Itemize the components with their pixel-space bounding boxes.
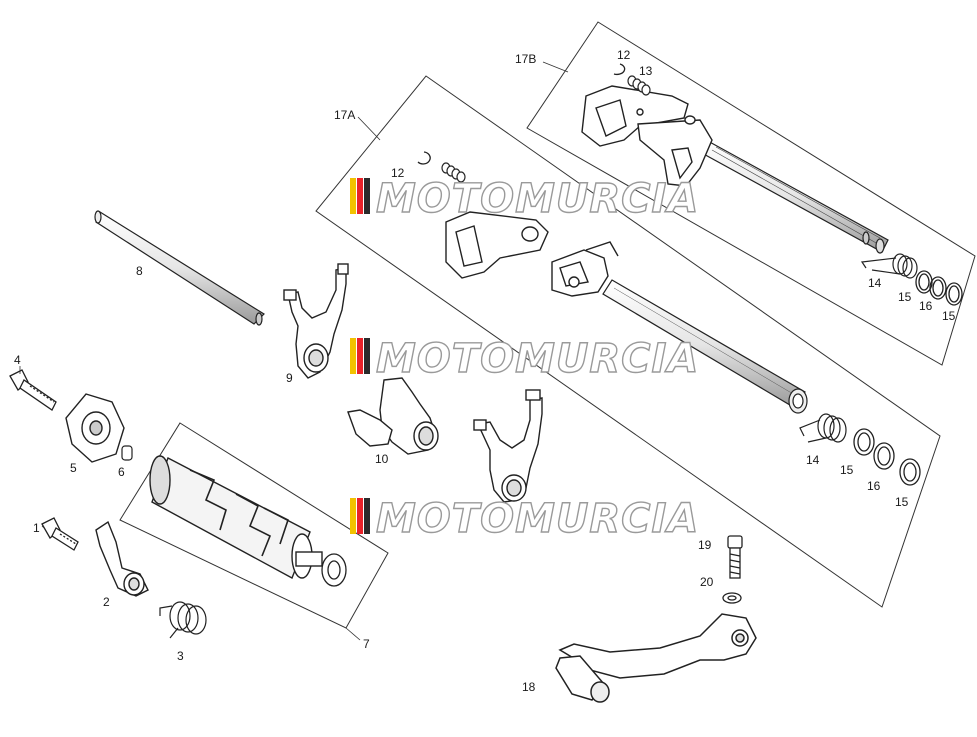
spring-13-17a [441,162,466,183]
label-part-16-17b: 16 [919,299,933,313]
watermark-stripe-yellow [350,178,356,214]
label-part-13: 13 [639,64,653,78]
circlip-12-17a [417,151,431,165]
box-17a-label: 17A [334,108,355,122]
watermark-stripe-yellow [350,338,356,374]
washers-15-16-17a [853,428,921,486]
part-7-leader [345,627,361,641]
selector-plate-17a [445,211,549,279]
watermark-bottom: MOTOMURCIA [350,495,699,543]
selector-plate-17b [581,85,713,187]
bolt-4 [9,369,57,411]
box-17a-leader [357,116,381,141]
label-part-16-17a: 16 [867,479,881,493]
watermark-stripe-red [357,338,363,374]
label-part-8: 8 [136,264,143,278]
bolt-1 [41,517,79,551]
label-part-15-17a-b: 15 [895,495,909,509]
label-part-14-17b: 14 [868,276,882,290]
watermark-text-top: MOTOMURCIA [376,176,699,222]
gear-pedal-18 [555,613,757,703]
label-part-2: 2 [103,595,110,609]
drum-washer-7 [321,553,347,587]
circlip-12-17b [613,63,626,76]
fork-shaft-8 [94,210,265,326]
pin-6 [121,445,133,461]
shift-shaft-17a [602,279,808,414]
label-part-19: 19 [698,538,712,552]
washer-20 [722,592,742,604]
label-part-10: 10 [375,452,389,466]
label-part-18: 18 [522,680,536,694]
watermark-text-bottom: MOTOMURCIA [376,496,699,542]
watermark-stripe-dark [364,338,370,374]
spring-13-17b [627,75,651,96]
washers-15-16-17b [915,270,963,306]
label-part-12-17a: 12 [391,166,405,180]
box-17a-outline [315,75,941,608]
shift-drum-7 [149,455,323,579]
watermark-middle: MOTOMURCIA [350,335,699,383]
label-part-12-17b: 12 [617,48,631,62]
watermark-stripe-red [357,178,363,214]
label-part-1: 1 [33,521,40,535]
label-part-15-17b-a: 15 [898,290,912,304]
label-part-15-17a-a: 15 [840,463,854,477]
watermark-stripe-yellow [350,498,356,534]
label-part-6: 6 [118,465,125,479]
label-part-14-17a: 14 [806,453,820,467]
watermark-stripe-dark [364,498,370,534]
watermark-stripe-dark [364,178,370,214]
box-17b-outline [526,21,976,366]
selector-arm-17a [551,241,619,297]
shift-shaft-17b [699,139,889,254]
star-plate-5 [65,393,125,463]
shift-fork-11 [473,389,543,503]
torsion-spring-14-17b [860,253,918,279]
box-17b-label: 17B [515,52,536,66]
leader-lines [19,366,45,529]
shift-fork-10 [347,377,439,455]
label-part-5: 5 [70,461,77,475]
label-part-7: 7 [363,637,370,651]
label-part-15-17b-b: 15 [942,309,956,323]
watermark-top: MOTOMURCIA [350,175,699,223]
spring-3 [159,601,207,639]
label-part-9: 9 [286,371,293,385]
watermark-stripe-red [357,498,363,534]
lever-2 [95,520,149,597]
torsion-spring-14-17a [799,413,847,443]
bolt-19 [727,535,743,579]
label-part-3: 3 [177,649,184,663]
box-17b-leader [542,61,569,73]
label-part-20: 20 [700,575,714,589]
watermark-text-middle: MOTOMURCIA [376,336,699,382]
label-part-4: 4 [14,353,21,367]
shift-fork-9 [283,263,349,379]
